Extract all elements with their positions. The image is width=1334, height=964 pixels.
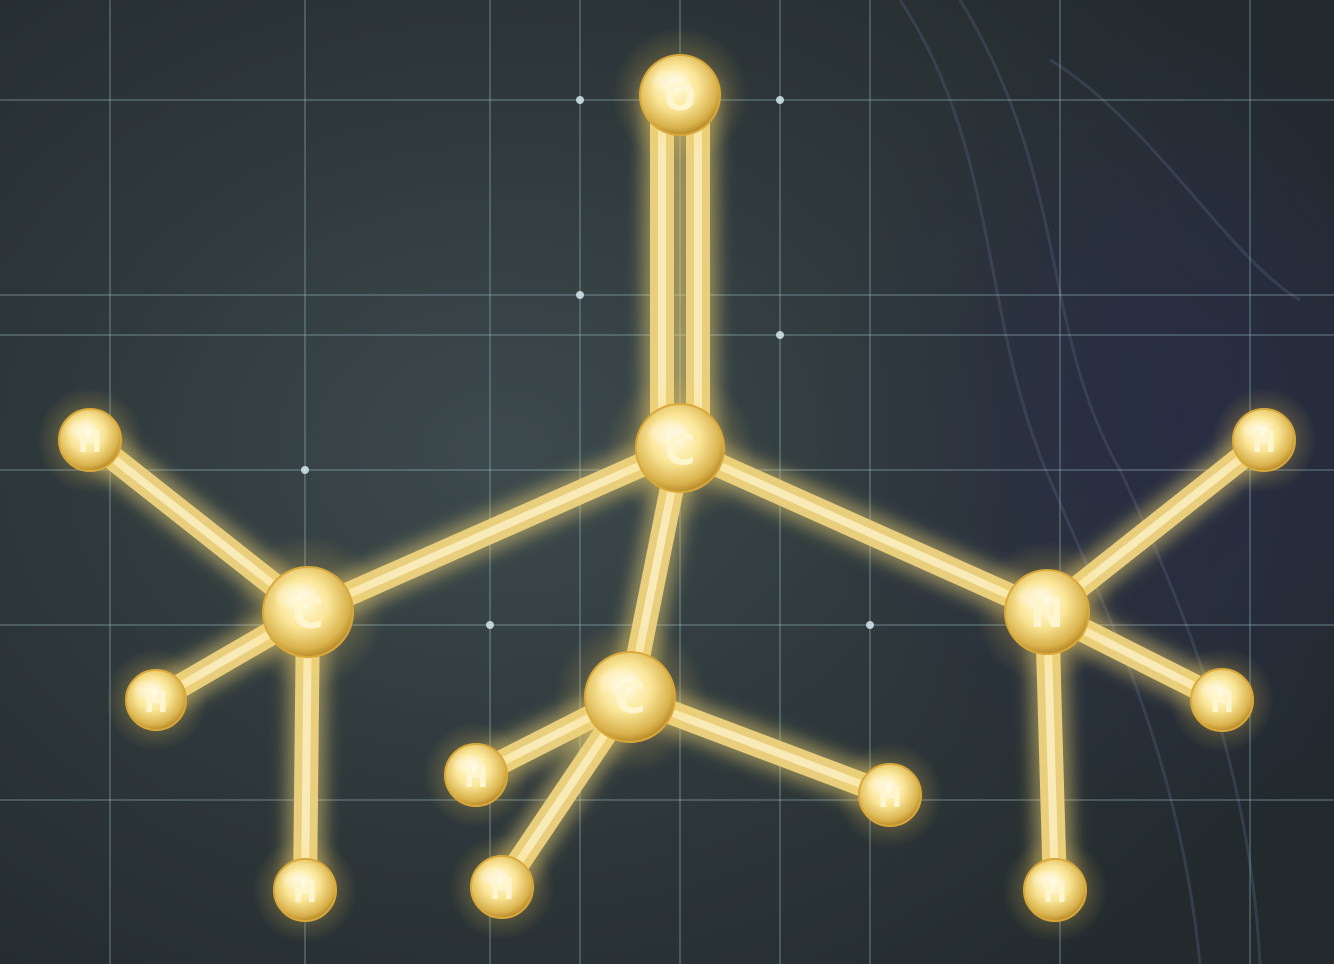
atom-label: H — [490, 872, 514, 906]
atom-o-o1: O — [612, 27, 748, 163]
atom-label: C — [614, 674, 646, 724]
grid-node — [866, 621, 874, 629]
background-swirl — [898, 0, 1301, 964]
grid-intersections — [301, 96, 874, 629]
atom-h-h5: H — [449, 834, 555, 940]
grid-node — [301, 466, 309, 474]
grid-node — [776, 331, 784, 339]
atom-c-c1: C — [605, 373, 755, 523]
grid-node — [776, 96, 784, 104]
atoms: H H H H H H H H H O C N C C — [37, 27, 1317, 943]
atom-c-c3: C — [553, 620, 707, 774]
atom-h-h8: H — [1169, 647, 1275, 753]
atom-h-h3: H — [252, 837, 358, 943]
atom-label: C — [292, 589, 324, 639]
grid-node — [576, 291, 584, 299]
atom-h-h2: H — [105, 649, 207, 751]
atom-n-n1: N — [975, 540, 1119, 684]
atom-label: O — [664, 75, 696, 119]
atom-label: H — [464, 760, 488, 794]
atom-h-h6: H — [837, 742, 943, 848]
atom-h-h9: H — [1002, 837, 1108, 943]
atom-label: N — [1030, 591, 1063, 637]
grid-node — [486, 621, 494, 629]
atom-label: H — [1043, 875, 1067, 909]
atom-label: H — [1210, 685, 1234, 719]
atom-label: H — [144, 685, 168, 719]
atom-c-c2: C — [231, 535, 385, 689]
atom-h-h7: H — [1211, 387, 1317, 493]
atom-label: H — [878, 780, 902, 814]
atom-h-h1: H — [37, 387, 143, 493]
atom-label: C — [665, 426, 696, 475]
atom-label: H — [78, 425, 102, 459]
atom-h-h4: H — [423, 722, 529, 828]
atom-label: H — [293, 875, 317, 909]
grid-node — [576, 96, 584, 104]
atom-label: H — [1252, 425, 1276, 459]
